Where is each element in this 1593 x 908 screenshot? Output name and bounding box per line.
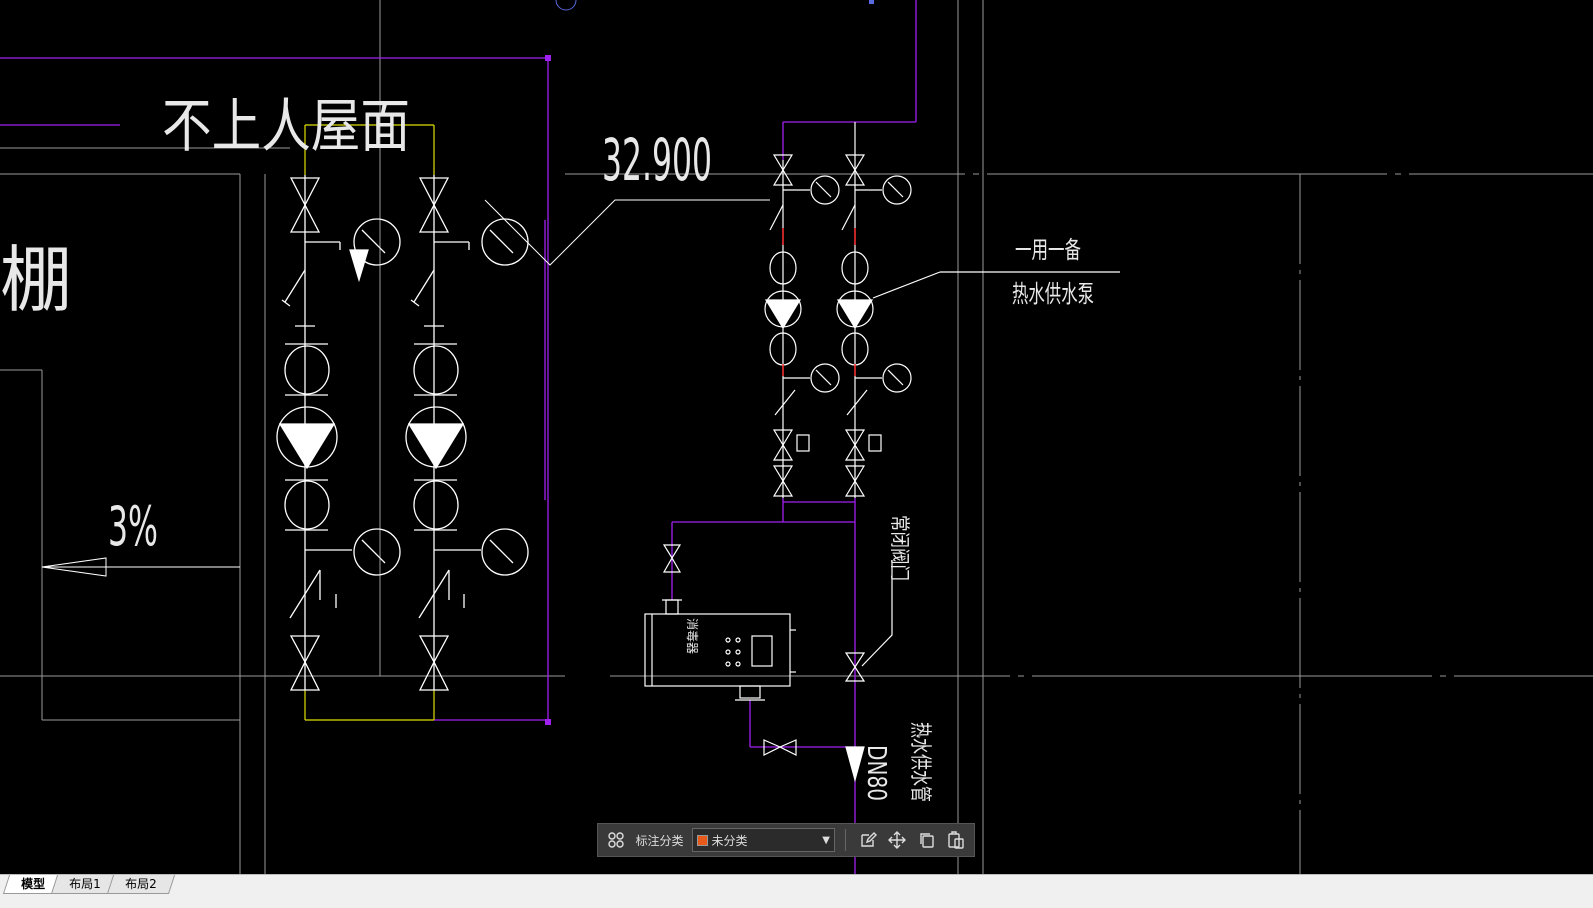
tab-model-label: 模型	[21, 877, 46, 891]
color-swatch	[696, 834, 708, 846]
pump-note-line1: 一用一备	[1015, 236, 1081, 264]
structure-lines	[0, 0, 1593, 874]
valve-note: 常闭阀门	[888, 515, 912, 581]
category-select-value: 未分类	[711, 833, 748, 848]
tab-layout2[interactable]: 布局2	[106, 875, 175, 894]
toolbar-divider	[844, 829, 846, 851]
chevron-down-icon: ▼	[822, 834, 830, 846]
sterilizer-unit	[644, 544, 893, 783]
right-pump-set	[764, 122, 1120, 498]
supply-pipe-label: 热水供水管	[907, 722, 932, 802]
tab-layout2-label: 布局2	[124, 877, 157, 891]
sterilizer-label: 消毒器	[685, 618, 699, 654]
marker-square	[869, 0, 874, 4]
marker-circle	[555, 0, 577, 11]
pipe-size-label: DN80	[861, 745, 891, 801]
slope-arrow	[41, 557, 240, 577]
shed-label: 棚	[0, 238, 72, 322]
grid-icon[interactable]	[604, 828, 628, 852]
slope-label: 3%	[108, 495, 158, 558]
annotation-toolbar: 标注分类 未分类 ▼	[597, 823, 975, 857]
category-select[interactable]: 未分类 ▼	[691, 828, 835, 852]
elevation-leader	[484, 199, 770, 266]
red-pipe-segments	[782, 228, 856, 376]
edit-icon[interactable]	[856, 828, 880, 852]
left-pump-set	[276, 175, 529, 691]
yellow-pipes	[304, 124, 435, 721]
roof-label: 不上人屋面	[162, 92, 410, 160]
purple-pipes	[0, 0, 917, 874]
category-label: 标注分类	[635, 833, 684, 848]
layout-tab-bar: 模型 布局1 布局2	[0, 874, 1593, 908]
copy-icon[interactable]	[915, 828, 939, 852]
tab-layout1-label: 布局1	[69, 877, 101, 891]
paste-icon[interactable]	[944, 828, 968, 852]
move-icon[interactable]	[885, 828, 909, 852]
elevation-label: 32.900	[602, 126, 712, 194]
pump-note-line2: 热水供水泵	[1012, 280, 1094, 308]
